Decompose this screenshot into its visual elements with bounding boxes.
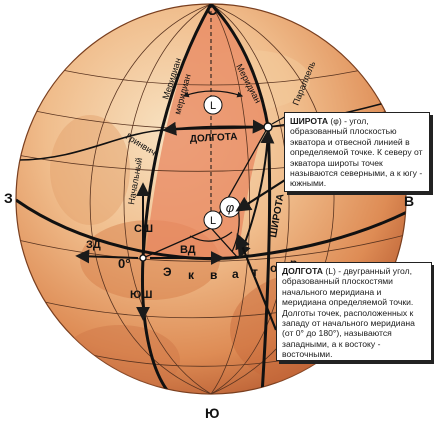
phi-label: φ	[226, 200, 235, 215]
longitude-box-text: - двугранный угол, образованный плоскост…	[282, 266, 415, 360]
lambda-top-label: L	[210, 100, 216, 112]
latitude-definition-box: ШИРОТА (φ) - угол, образованный плоскост…	[284, 112, 430, 192]
latitude-box-title: ШИРОТА	[290, 116, 329, 126]
equator-letter: в	[210, 268, 217, 282]
longitude-arrow	[162, 119, 267, 136]
equator	[16, 198, 406, 261]
point-marker	[263, 122, 273, 132]
pointer-longitude-box	[235, 233, 278, 331]
origin-label: 0°	[118, 256, 130, 271]
longitude-box-symbol: (L)	[325, 266, 336, 276]
latitude-box-text: - угол, образованный плоскостью экватора…	[290, 116, 423, 189]
equator-letter: Э	[163, 265, 172, 279]
latitude-box-symbol: (φ)	[330, 116, 342, 126]
north-pole-label: С	[207, 2, 217, 18]
equator-letter: о	[270, 261, 277, 275]
prime-meridian	[141, 4, 213, 394]
equator-letter: к	[188, 268, 195, 282]
lambda-arc-top	[182, 90, 244, 98]
equator-letter: а	[232, 267, 239, 281]
pointer-latitude-arrow	[235, 179, 286, 212]
lambda-center-label: L	[210, 215, 216, 227]
east-side-label: В	[404, 193, 414, 209]
origin-marker	[139, 254, 147, 262]
lambda-top-badge	[203, 95, 223, 115]
west-side-label: З	[4, 190, 13, 206]
longitude-box-title: ДОЛГОТА	[282, 266, 323, 276]
south-pole-label: Ю	[205, 405, 219, 421]
radius-to-prime	[142, 227, 212, 259]
longitude-definition-box: ДОЛГОТА (L) - двугранный угол, образован…	[276, 262, 432, 361]
longitude-arc-label: ДОЛГОТА	[190, 132, 238, 145]
equator-letter: т	[252, 265, 258, 279]
east-longitude-label: ВД	[180, 244, 196, 256]
north-latitude-label: СШ	[134, 223, 153, 235]
arrow-west-longitude	[75, 249, 139, 264]
lambda-arc-center	[189, 231, 233, 242]
west-longitude-label: ЗД	[86, 239, 101, 251]
south-latitude-label: ЮШ	[130, 289, 152, 301]
radius-to-equator	[210, 227, 239, 259]
lambda-center-badge	[203, 210, 223, 230]
